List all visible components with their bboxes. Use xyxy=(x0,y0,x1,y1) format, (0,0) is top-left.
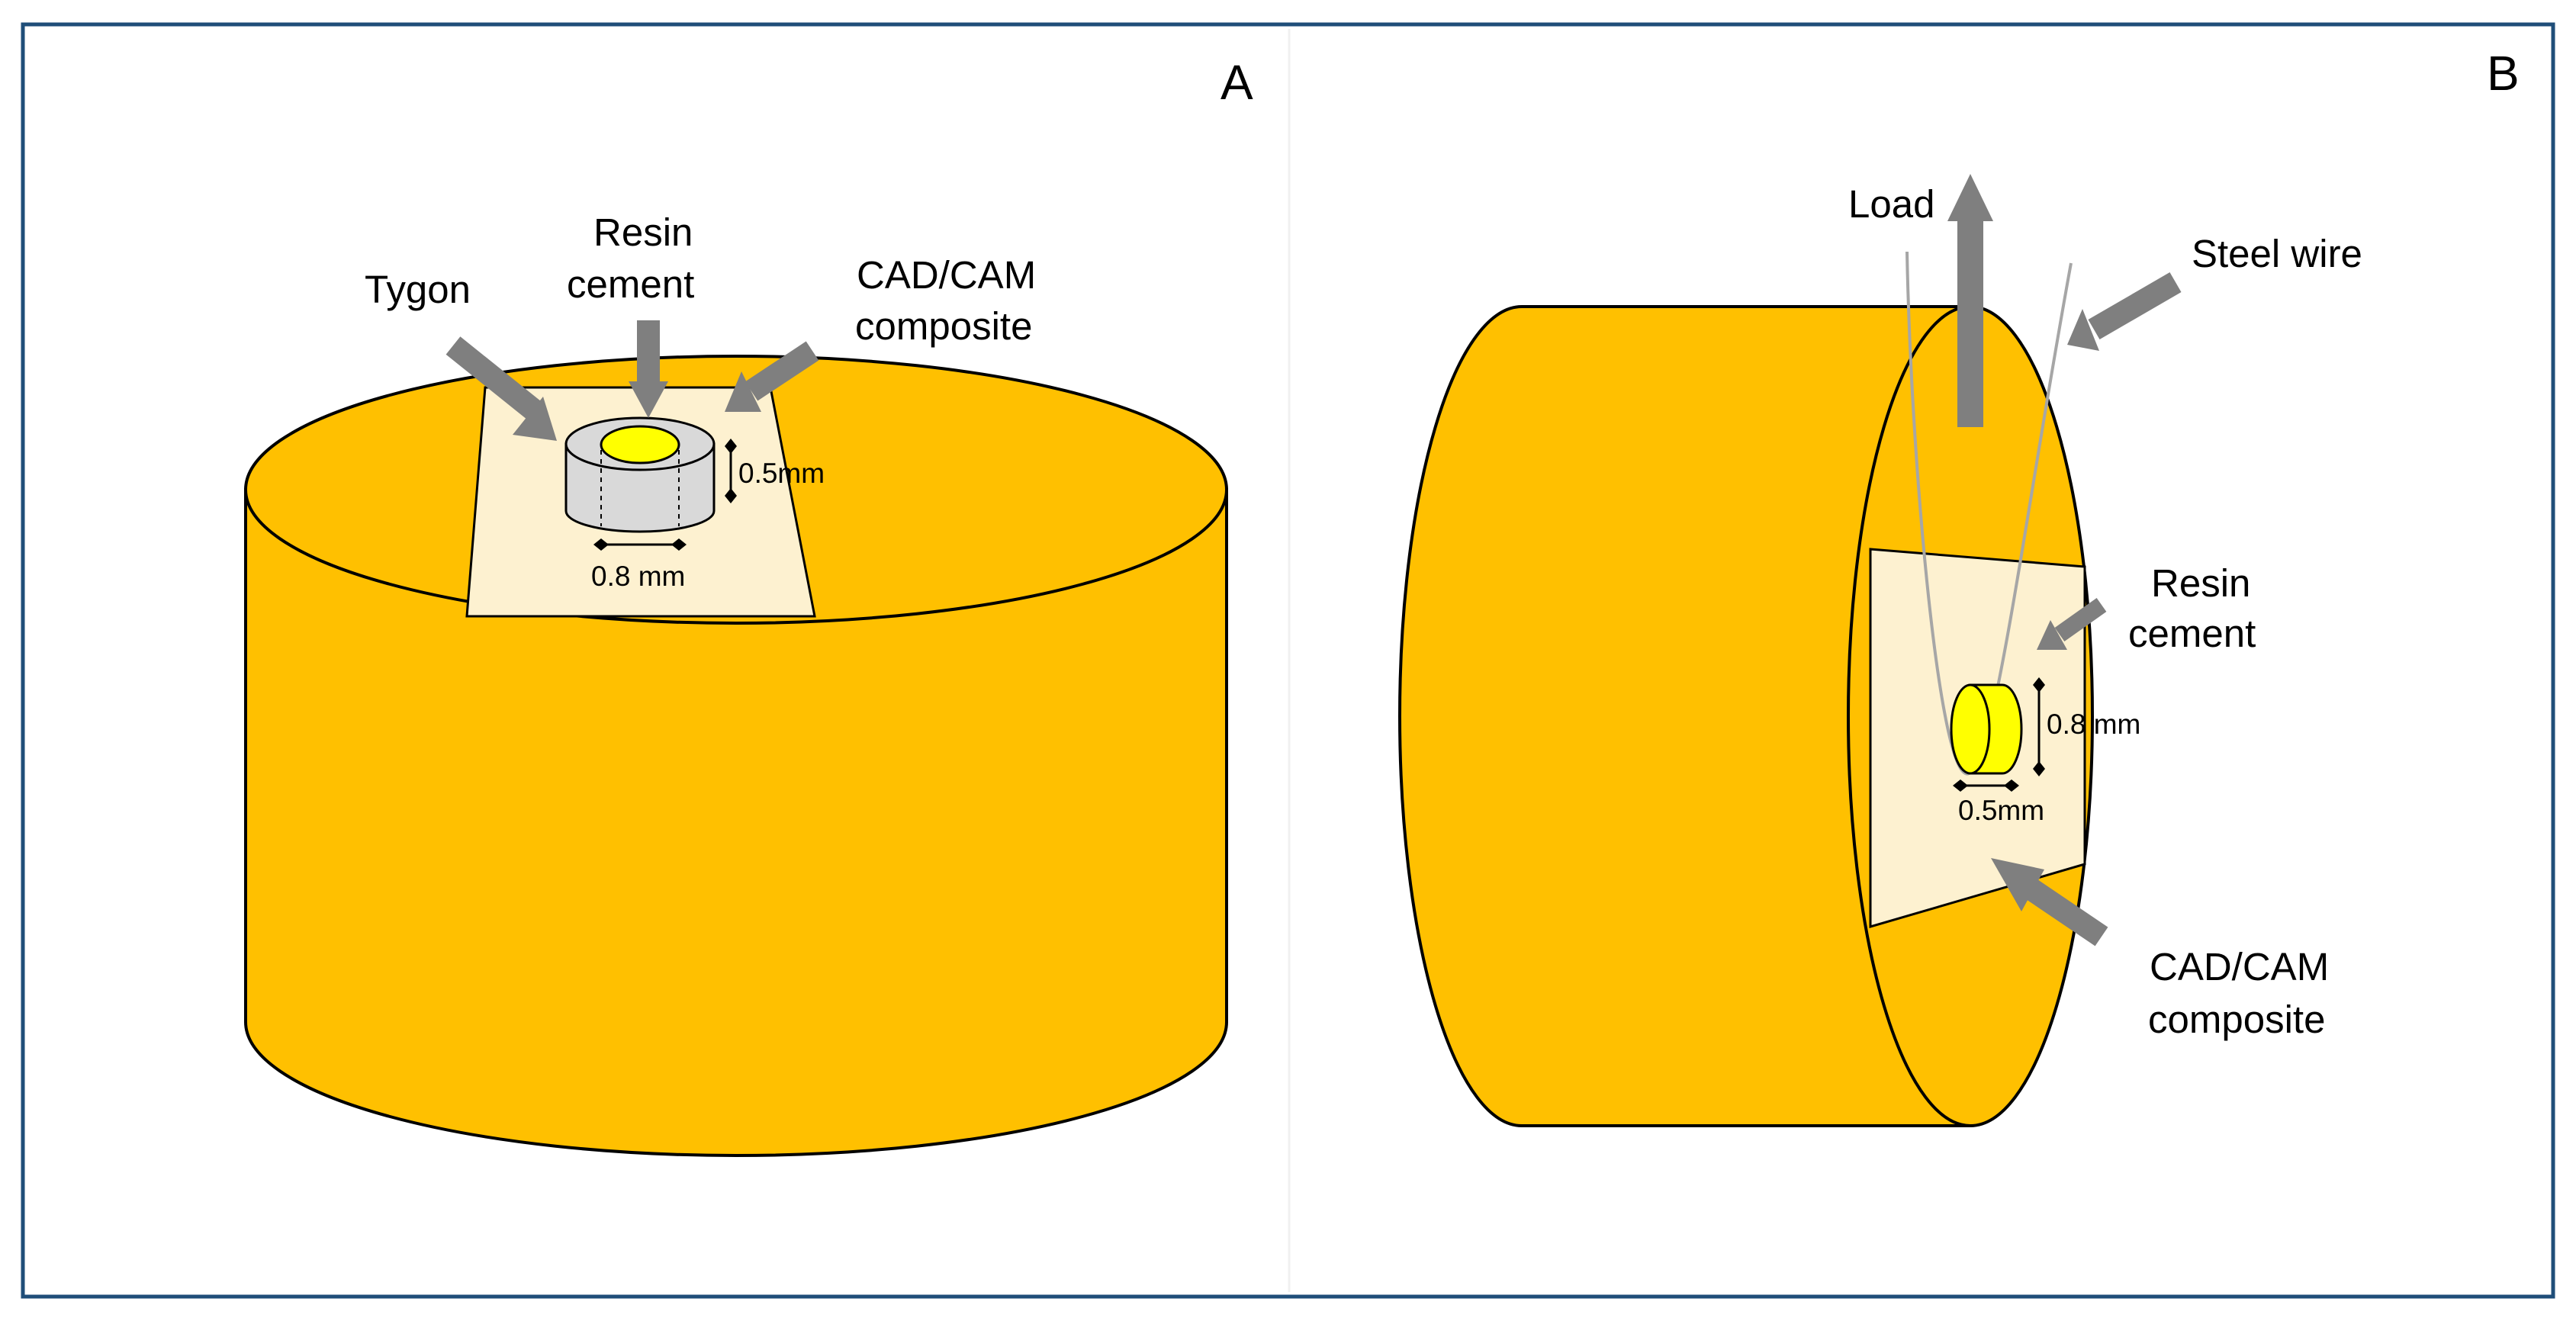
panel-a: A 0.5mm 0.8 mm xyxy=(244,55,1253,1157)
panel-b-steel-wire xyxy=(1905,251,2073,776)
panel-a-cadcam-label-1: CAD/CAM xyxy=(857,253,1036,297)
panel-a-resin-label-1: Resin xyxy=(593,211,693,254)
panel-b-resin-arrow xyxy=(2037,598,2107,650)
panel-a-resin-label-2: cement xyxy=(567,262,694,306)
panel-b-height-dimension xyxy=(2033,677,2045,776)
panel-b-cadcam-arrow xyxy=(1991,858,2108,947)
panel-b-load-label: Load xyxy=(1848,182,1934,226)
panel-b-resin-label-2: cement xyxy=(2128,612,2256,655)
panel-b-width-dimension xyxy=(1953,779,2019,792)
panel-a-height-label: 0.5mm xyxy=(738,458,825,489)
panel-b-height-label: 0.8 mm xyxy=(2047,709,2140,740)
panel-a-tygon-label: Tygon xyxy=(365,268,471,311)
panel-a-height-dimension xyxy=(725,439,737,503)
panel-b-wire-arrow xyxy=(2067,272,2182,351)
panel-b-wire-label: Steel wire xyxy=(2192,232,2362,275)
panel-b: B 0.8 mm 0.5mm xyxy=(1398,46,2520,1127)
panel-a-letter: A xyxy=(1220,55,1253,110)
panel-b-cadcam-label-2: composite xyxy=(2148,998,2325,1041)
panel-a-resin-cement-core xyxy=(600,425,680,464)
panel-a-cadcam-arrow xyxy=(725,341,819,412)
panel-b-cadcam-label-1: CAD/CAM xyxy=(2150,945,2329,988)
panel-b-letter: B xyxy=(2487,46,2520,101)
panel-a-cylinder-body xyxy=(244,488,1228,1157)
panel-b-width-label: 0.5mm xyxy=(1958,795,2044,826)
panel-b-cylinder-body xyxy=(1398,305,1972,1127)
panel-a-resin-arrow xyxy=(629,320,668,418)
panel-b-resin-cement-core xyxy=(1950,683,2023,775)
panel-a-width-label: 0.8 mm xyxy=(591,561,685,592)
panel-b-resin-label-1: Resin xyxy=(2151,561,2250,605)
panel-b-load-arrow xyxy=(1947,174,1993,427)
panel-a-tygon-arrow xyxy=(445,336,557,441)
panel-a-cadcam-label-2: composite xyxy=(855,304,1032,348)
panel-a-tygon-tube xyxy=(564,416,716,533)
panel-a-width-dimension xyxy=(593,538,687,551)
